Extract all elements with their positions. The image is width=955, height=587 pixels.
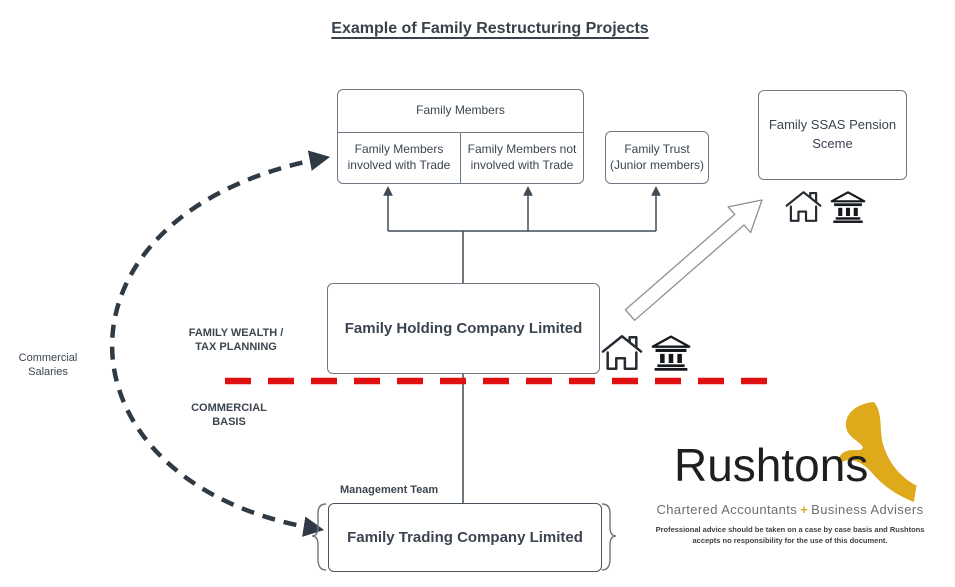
house-icon (601, 335, 643, 370)
bank-icon (830, 191, 866, 223)
family-members-involved-box: Family Members involved with Trade (338, 133, 461, 183)
family-wealth-label: FAMILY WEALTH / TAX PLANNING (188, 327, 284, 353)
rushtons-swoosh-icon (838, 402, 917, 502)
rushtons-tagline: Chartered Accountants+Business Advisers (656, 502, 924, 517)
plus-icon: + (800, 502, 809, 517)
commercial-basis-label: COMMERCIAL BASIS (191, 402, 267, 428)
disclaimer-text: Professional advice should be taken on a… (655, 525, 925, 545)
holding-property-icons (601, 333, 691, 372)
rushtons-brand-text: Rushtons (674, 439, 869, 491)
management-team-label: Management Team (340, 484, 439, 496)
bank-icon (651, 335, 691, 371)
holding-company-box: Family Holding Company Limited (327, 283, 600, 374)
trading-company-box: Family Trading Company Limited (328, 503, 602, 572)
up-right-block-arrow-icon (624, 199, 763, 321)
family-members-box: Family Members Family Members involved w… (337, 89, 584, 184)
family-members-header: Family Members (338, 90, 583, 133)
family-members-not-involved-box: Family Members not involved with Trade (467, 142, 577, 172)
house-icon (785, 191, 822, 222)
rushtons-logo: Rushtons Chartered Accountants+Business … (640, 400, 940, 547)
left-brace-icon (311, 503, 327, 571)
right-brace-icon (601, 503, 617, 571)
commercial-salaries-label: Commercial Salaries (18, 352, 78, 378)
ssas-property-icons (785, 189, 866, 224)
page-title: Example of Family Restructuring Projects (331, 20, 649, 37)
family-trust-box: Family Trust (Junior members) (605, 131, 709, 184)
ssas-pension-box: Family SSAS Pension Sceme (758, 90, 907, 180)
